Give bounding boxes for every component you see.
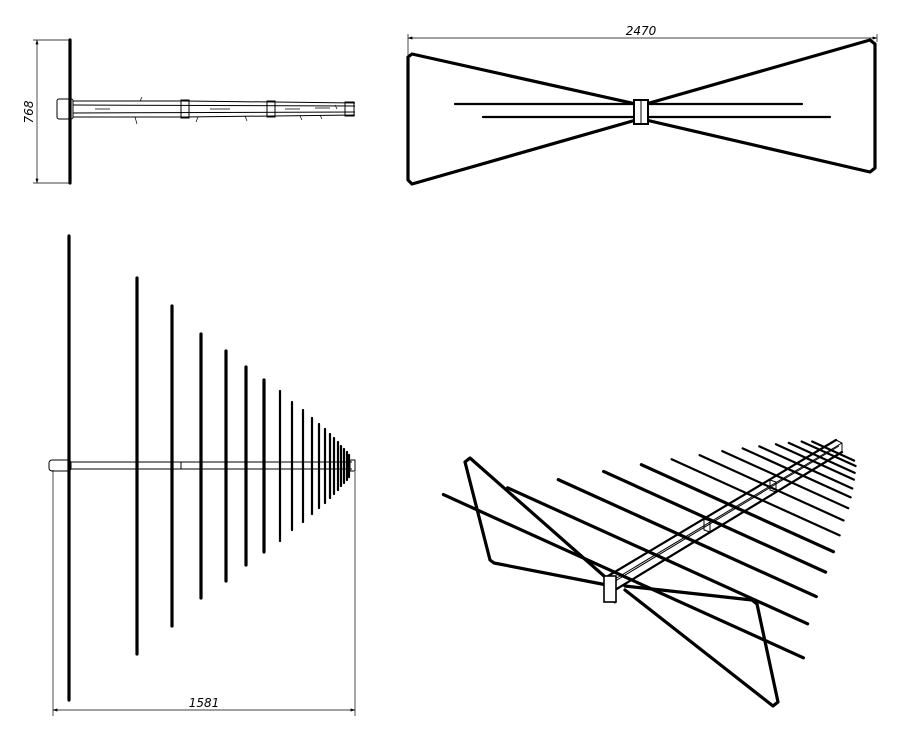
front-view: 1581 [48, 234, 356, 716]
iso-log-periodic-element [670, 458, 841, 537]
front-width-dimension-label: 1581 [189, 696, 220, 710]
iso-boom [603, 438, 844, 604]
iso-log-periodic-element [800, 440, 857, 468]
top-view: 2470 [406, 24, 878, 186]
iso-wing-lower [623, 584, 780, 708]
iso-log-periodic-element [787, 441, 856, 474]
bowtie-left-wing [406, 52, 638, 186]
iso-log-periodic-element [601, 469, 828, 574]
side-view-boom [56, 96, 356, 125]
iso-log-periodic-element [721, 449, 850, 510]
iso-log-periodic-element [774, 443, 856, 481]
isometric-view [441, 438, 857, 708]
side-view: 768 [22, 38, 356, 185]
log-periodic-elements [135, 276, 351, 656]
iso-log-periodic-element [698, 454, 845, 522]
iso-log-periodic-elements [441, 440, 857, 660]
bowtie-right-wing [644, 38, 877, 174]
iso-log-periodic-element [741, 447, 852, 499]
height-dimension-label: 768 [22, 100, 36, 123]
front-view-boom [48, 459, 356, 472]
iso-wing-upper [463, 456, 614, 588]
top-width-dimension-label: 2470 [626, 24, 657, 38]
iso-log-periodic-element [811, 440, 856, 462]
iso-log-periodic-element [639, 463, 836, 554]
iso-log-periodic-element [758, 445, 854, 490]
